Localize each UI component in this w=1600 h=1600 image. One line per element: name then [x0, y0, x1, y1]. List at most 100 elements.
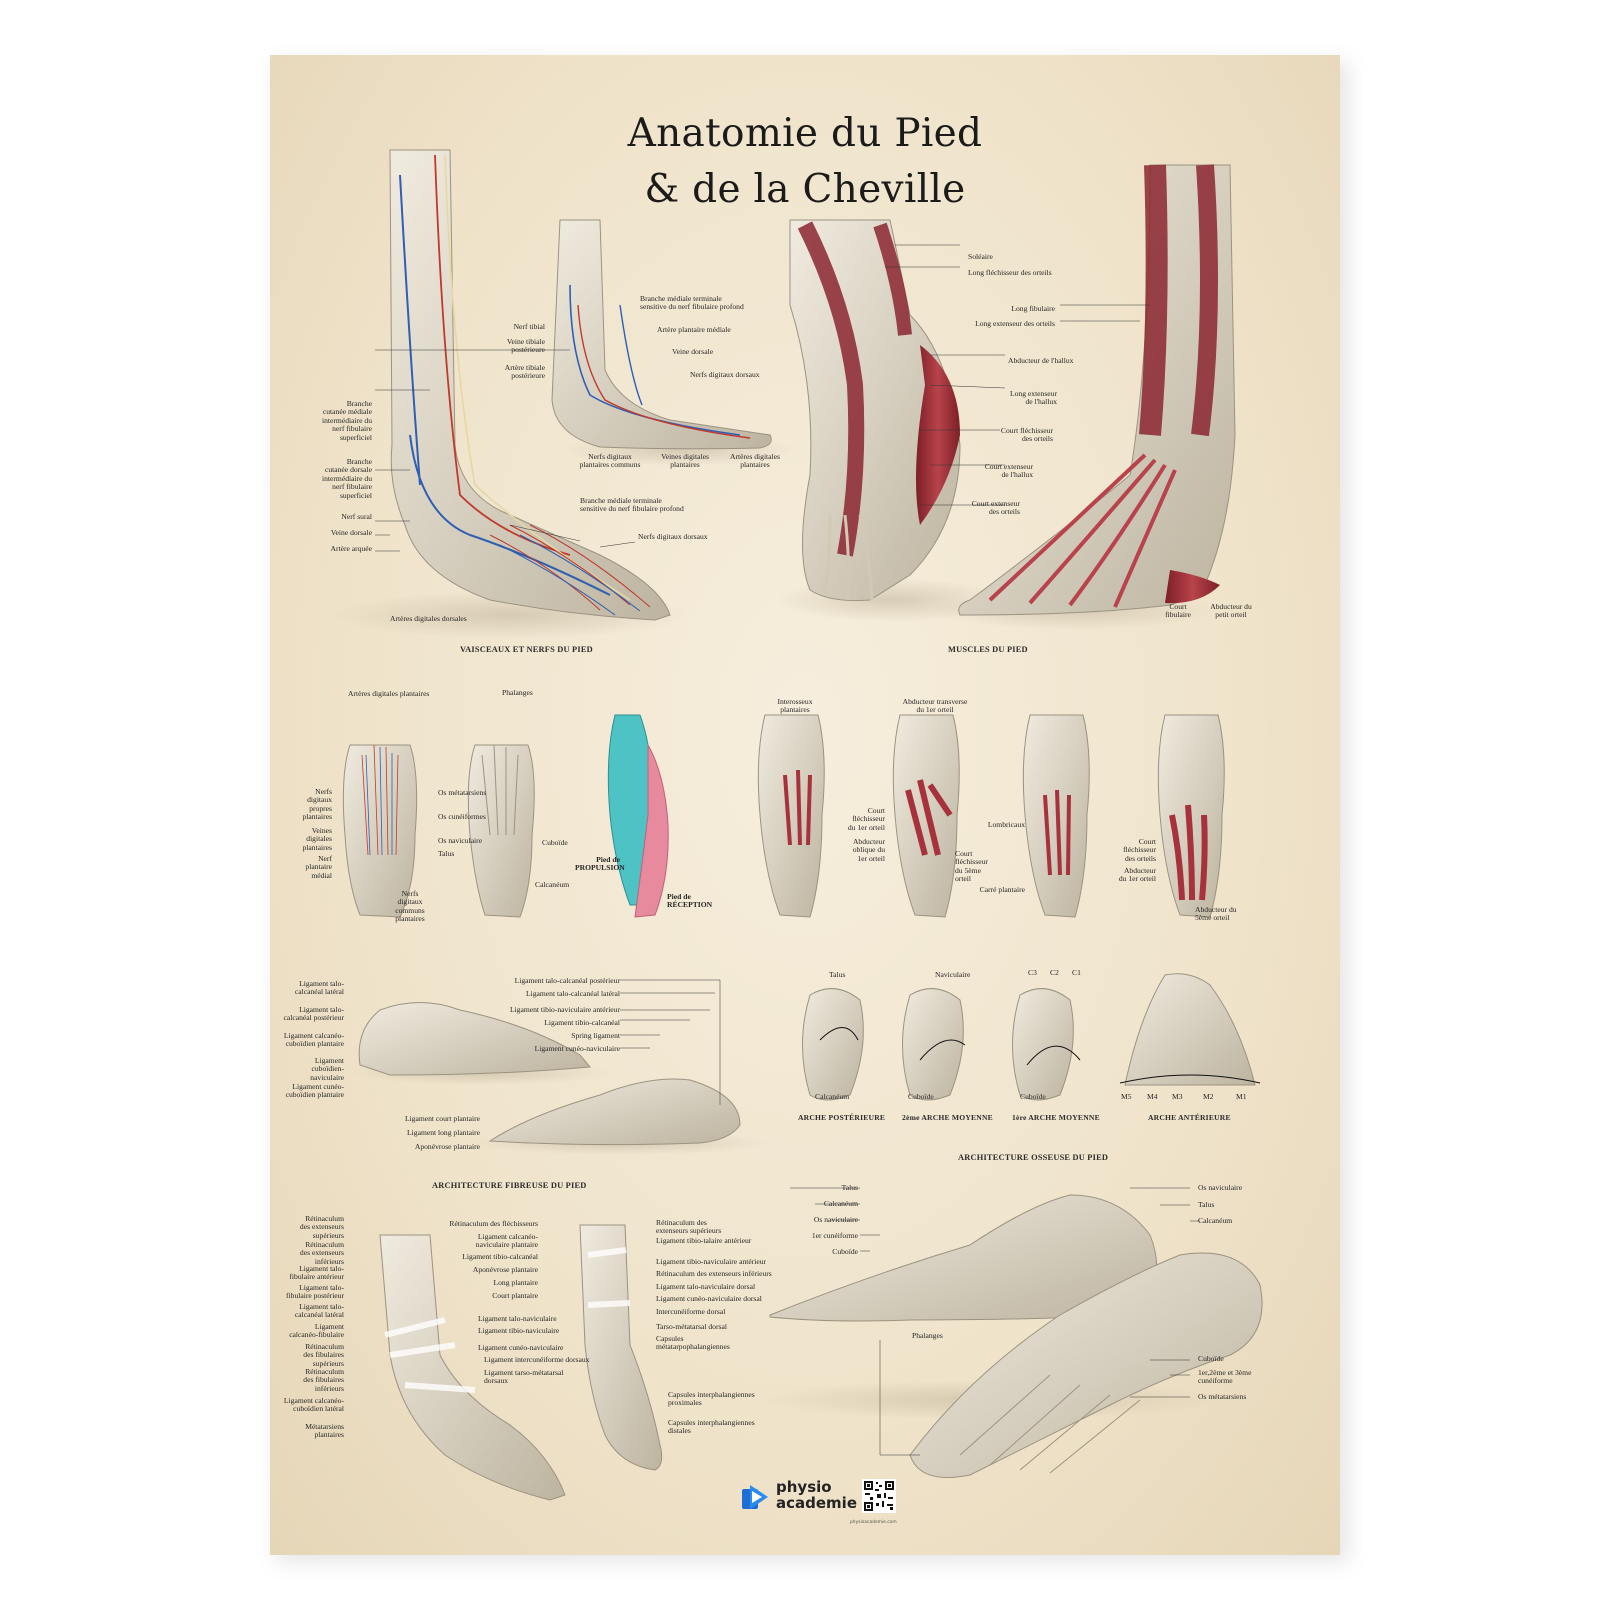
label-r-retinaculum-ext-sup: Rétinaculum des extenseurs supérieurs [656, 1218, 722, 1236]
big-label-cuboide: Cuboïde [832, 1247, 858, 1256]
arch-label-m5: M5 [1121, 1092, 1132, 1101]
physioacademie-logo: physio academie [740, 1475, 880, 1519]
label-court-flechisseur-1er: Court fléchisseur du 1er orteil [847, 806, 885, 832]
arch-label-2eme-moyenne: 2ème ARCHE MOYENNE [902, 1113, 993, 1122]
label-nerf-tibial: Nerf tibial [513, 322, 545, 331]
label-aponevrose-fibrous: Aponévrose plantaire [414, 1142, 480, 1151]
label-artere-arquee: Artère arquée [330, 544, 372, 553]
label-long-flechisseur-orteils: Long fléchisseur des orteils [968, 268, 1052, 277]
arch-label-m1: M1 [1236, 1092, 1247, 1101]
label-nerf-sural: Nerf sural [341, 512, 372, 521]
arch-label-talus: Talus [829, 970, 846, 979]
label-aponevrose-ankle: Aponévrose plantaire [472, 1265, 538, 1274]
arch-label-c1: C1 [1072, 968, 1081, 977]
label-lig-calcaneo-fib: Ligament calcanéo-fibulaire [289, 1322, 344, 1340]
label-lig-talo-calc-lat: Ligament talo- calcanéal latéral [294, 1302, 344, 1320]
big-label-1er-cuneiforme: 1er cunéiforme [811, 1231, 858, 1240]
label-r-capsules-prox: Capsules interphalangiennes proximales [668, 1390, 755, 1408]
label-abducteur-5eme: Abducteur du 5ème orteil [1195, 905, 1237, 923]
label-retinaculum-ext-inf: Rétinaculum des extenseurs inférieurs [299, 1240, 344, 1266]
fibrous-feet [350, 1002, 770, 1155]
label-r-spring: Spring ligament [571, 1031, 620, 1040]
ankle-ligament-views [379, 1224, 663, 1501]
label-plantar-arteres-digitales: Artères digitales plantaires [348, 689, 430, 698]
plantar-muscle-views [757, 714, 1225, 918]
label-lombricaux: Lombricaux [987, 820, 1025, 829]
big-label-r-cuneiformes: 1er,2ème et 3ème cunéiforme [1198, 1368, 1252, 1386]
label-r-capsules-meta: Capsules métatarpophalangiennes [656, 1334, 730, 1352]
arch-label-cuboide-1: Cuboïde [908, 1092, 934, 1101]
section-title-muscles: MUSCLES DU PIED [948, 645, 1028, 654]
label-cuboide-plantar: Cuboïde [542, 838, 568, 847]
label-branche-cutanee-mediale: Branche cutanée médiale intermédiaire du… [322, 399, 372, 442]
label-metatarsiens-plantaires: Métatarsiens plantaires [305, 1422, 344, 1440]
arch-label-1ere-moyenne: 1ère ARCHE MOYENNE [1012, 1113, 1100, 1122]
label-arteres-digitales-plantaires: Artères digitales plantaires [730, 452, 780, 470]
label-veines-digitales: Veines digitales plantaires [661, 452, 709, 470]
label-lig-talo-fib-post: Ligament talo- fibulaire postérieur [286, 1283, 344, 1301]
arch-label-m2: M2 [1203, 1092, 1214, 1101]
section-title-vessels: VAISCEAUX ET NERFS DU PIED [460, 645, 593, 654]
plantar-vessels-view [342, 744, 418, 918]
label-abducteur-petit-orteil: Abducteur du petit orteil [1210, 602, 1252, 620]
brand-url[interactable]: physioacademie.com [850, 1520, 897, 1525]
label-lig-long-plantaire: Ligament long plantaire [407, 1128, 480, 1137]
label-calcaneum-plantar: Calcanéum [535, 880, 570, 889]
label-plantar-nerf-medial: Nerf plantaire médial [305, 854, 332, 880]
label-lig-cuneo-nav: Ligament cunéo-naviculaire [478, 1343, 564, 1352]
label-lig-cuneo-cuboidien: Ligament cunéo- cuboïdien plantaire [285, 1082, 344, 1100]
label-long-extenseur-orteils: Long extenseur des orteils [975, 319, 1055, 328]
osseous-skeleton-large [760, 1194, 1263, 1478]
big-label-calcaneum: Calcanéum [823, 1199, 858, 1208]
label-plantar-nerfs-communs: Nerfs digitaux communs plantaires [395, 889, 425, 924]
label-nerfs-digitaux-dorsaux-haut: Nerfs digitaux dorsaux [690, 370, 760, 379]
label-soleaire: Soléaire [968, 252, 993, 261]
arch-label-c2: C2 [1050, 968, 1059, 977]
section-title-osseous: ARCHITECTURE OSSEUSE DU PIED [958, 1153, 1109, 1162]
qr-code-icon[interactable] [862, 1479, 896, 1513]
anatomy-poster: Anatomie du Pied & de la Cheville Branch… [270, 55, 1340, 1555]
arch-label-m4: M4 [1147, 1092, 1158, 1101]
label-long-plantaire-ankle: Long plantaire [493, 1278, 539, 1287]
label-lig-tibio-calc: Ligament tibio-calcanéal [462, 1252, 538, 1261]
label-court-plantaire-ankle: Court plantaire [492, 1291, 538, 1300]
label-branche-mediale-haut: Branche médiale terminale sensitive du n… [640, 294, 744, 312]
label-lig-tarso-meta: Ligament tarso-métatarsal dorsaux [484, 1368, 564, 1386]
label-retinaculum-ext-sup: Rétinaculum des extenseurs supérieurs [299, 1214, 344, 1240]
label-lig-cuboidien-naviculaire: Ligament cuboïdien- naviculaire [310, 1056, 344, 1082]
logo-text-line2: academie [776, 1494, 857, 1512]
label-r-tibio-calc: Ligament tibio-calcanéal [544, 1018, 620, 1027]
label-court-flechisseur-orteils-plantar: Court fléchisseur des orteils [1123, 837, 1156, 863]
label-abducteur-hallux: Abducteur de l'hallux [1008, 356, 1074, 365]
label-lig-intercuneiforme: Ligament intercunéiforme dorsaux [484, 1355, 590, 1364]
label-retinaculum-fib-inf: Rétinaculum des fibulaires inférieurs [303, 1367, 344, 1393]
big-label-os-naviculaire: Os naviculaire [813, 1215, 858, 1224]
big-label-r-calcaneum: Calcanéum [1198, 1216, 1233, 1225]
poster-title-line2: & de la Cheville [644, 167, 966, 212]
arch-label-c3: C3 [1028, 968, 1037, 977]
vessels-foot-large [330, 149, 690, 639]
label-artere-tibiale: Artère tibiale postérieure [504, 363, 545, 381]
big-label-phalanges: Phalanges [912, 1331, 943, 1340]
label-lig-calcaneo-cuboidien: Ligament calcanéo- cuboïdien plantaire [283, 1031, 344, 1049]
label-lig-calcaneo-cub: Ligament calcanéo- cuboïdien latéral [283, 1396, 344, 1414]
logo-text: physio academie [776, 1479, 857, 1511]
label-veine-dorsale-haut: Veine dorsale [672, 347, 714, 356]
arch-label-posterieure: ARCHE POSTÉRIEURE [798, 1113, 886, 1122]
logo-text-line1: physio [776, 1478, 832, 1496]
label-nerfs-digitaux-dorsaux: Nerfs digitaux dorsaux [638, 532, 708, 541]
label-r-talo-calc-post: Ligament talo-calcanéal postérieur [514, 976, 620, 985]
label-lig-court-plantaire: Ligament court plantaire [404, 1114, 480, 1123]
vessels-foot-small [551, 219, 795, 466]
label-abducteur-transverse: Abducteur transverse du 1er orteil [902, 697, 968, 715]
label-os-naviculaire: Os naviculaire [438, 836, 483, 845]
leader-lines [375, 244, 1200, 1456]
propulsion-reception-view [607, 714, 669, 918]
label-abducteur-1er: Abducteur du 1er orteil [1118, 866, 1156, 884]
poster-title-line1: Anatomie du Pied [627, 111, 983, 156]
label-branche-mediale-bas: Branche médiale terminale sensitive du n… [580, 496, 684, 514]
label-arteres-digitales-dorsales: Artères digitales dorsales [390, 614, 467, 623]
label-lig-talo-calc-lateral: Ligament talo- calcanéal latéral [294, 979, 344, 997]
arch-label-anterieure: ARCHE ANTÉRIEURE [1148, 1113, 1231, 1122]
label-carre-plantaire: Carré plantaire [979, 885, 1025, 894]
